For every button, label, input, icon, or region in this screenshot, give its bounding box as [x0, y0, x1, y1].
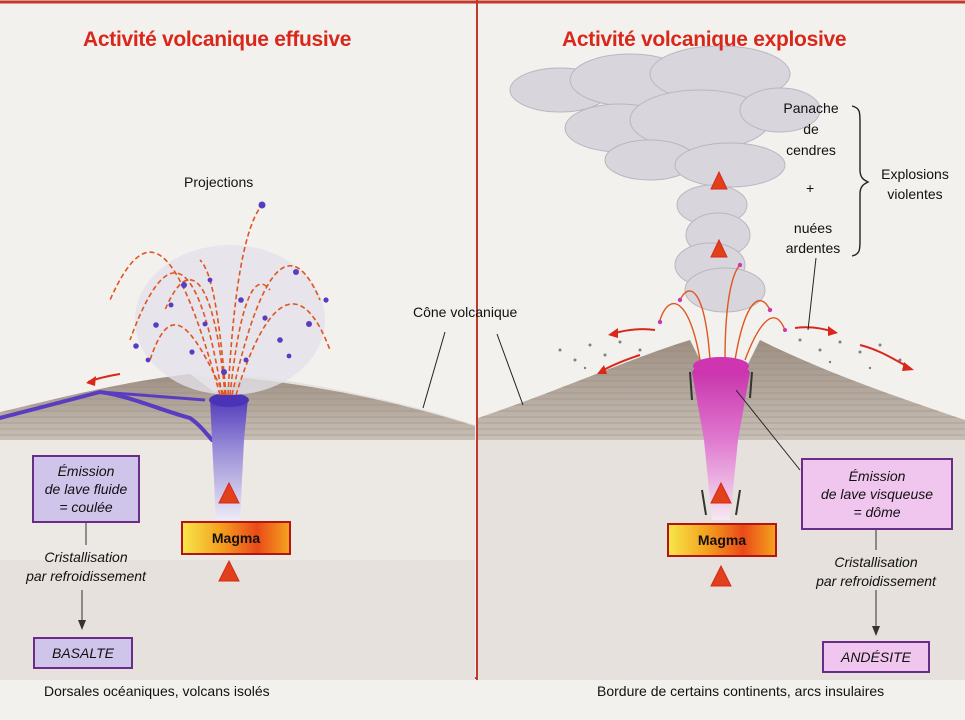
- cristallisation-right-line-2: par refroidissement: [816, 573, 936, 589]
- emission-lave-visqueuse-box: Émission de lave visqueuse = dôme: [801, 458, 953, 530]
- footer-right: Bordure de certains continents, arcs ins…: [597, 683, 885, 699]
- nuees-line-1: nuées: [793, 220, 833, 236]
- cristallisation-left-line-2: par refroidissement: [26, 568, 146, 584]
- emission-r-line-1: Émission: [848, 468, 906, 484]
- magma-box-left: Magma: [181, 521, 291, 555]
- label-cone-volcanique: Cône volcanique: [413, 304, 518, 320]
- label-panache: Panache de cendres: [776, 98, 846, 161]
- panache-line-3: cendres: [786, 142, 836, 158]
- emission-r-line-3: = dôme: [853, 504, 901, 520]
- explosions-line-1: Explosions: [881, 166, 949, 182]
- emission-lave-fluide-box: Émission de lave fluide = coulée: [32, 455, 140, 523]
- rock-andesite: ANDÉSITE: [822, 641, 930, 673]
- panache-line-1: Panache: [783, 100, 839, 116]
- emission-line-2: de lave fluide: [44, 481, 128, 497]
- magma-box-right: Magma: [667, 523, 777, 557]
- cristallisation-right: Cristallisation par refroidissement: [798, 553, 954, 591]
- title-explosive: Activité volcanique explosive: [562, 28, 847, 51]
- label-plus: +: [806, 180, 815, 196]
- emission-r-line-2: de lave visqueuse: [820, 486, 934, 502]
- cristallisation-right-line-1: Cristallisation: [834, 554, 918, 570]
- cristallisation-left-line-1: Cristallisation: [44, 549, 128, 565]
- nuees-line-2: ardentes: [785, 240, 841, 256]
- label-explosions: Explosions violentes: [868, 164, 962, 204]
- right-volcano: [478, 45, 965, 680]
- label-projections: Projections: [184, 174, 254, 190]
- panache-line-2: de: [803, 121, 819, 137]
- rock-basalte: BASALTE: [33, 637, 133, 669]
- emission-line-1: Émission: [57, 463, 115, 479]
- footer-left: Dorsales océaniques, volcans isolés: [44, 683, 270, 699]
- explosions-line-2: violentes: [887, 186, 943, 202]
- emission-line-3: = coulée: [59, 499, 113, 515]
- cristallisation-left: Cristallisation par refroidissement: [12, 548, 160, 586]
- label-nuees: nuées ardentes: [778, 218, 848, 258]
- title-effusive: Activité volcanique effusive: [83, 28, 352, 51]
